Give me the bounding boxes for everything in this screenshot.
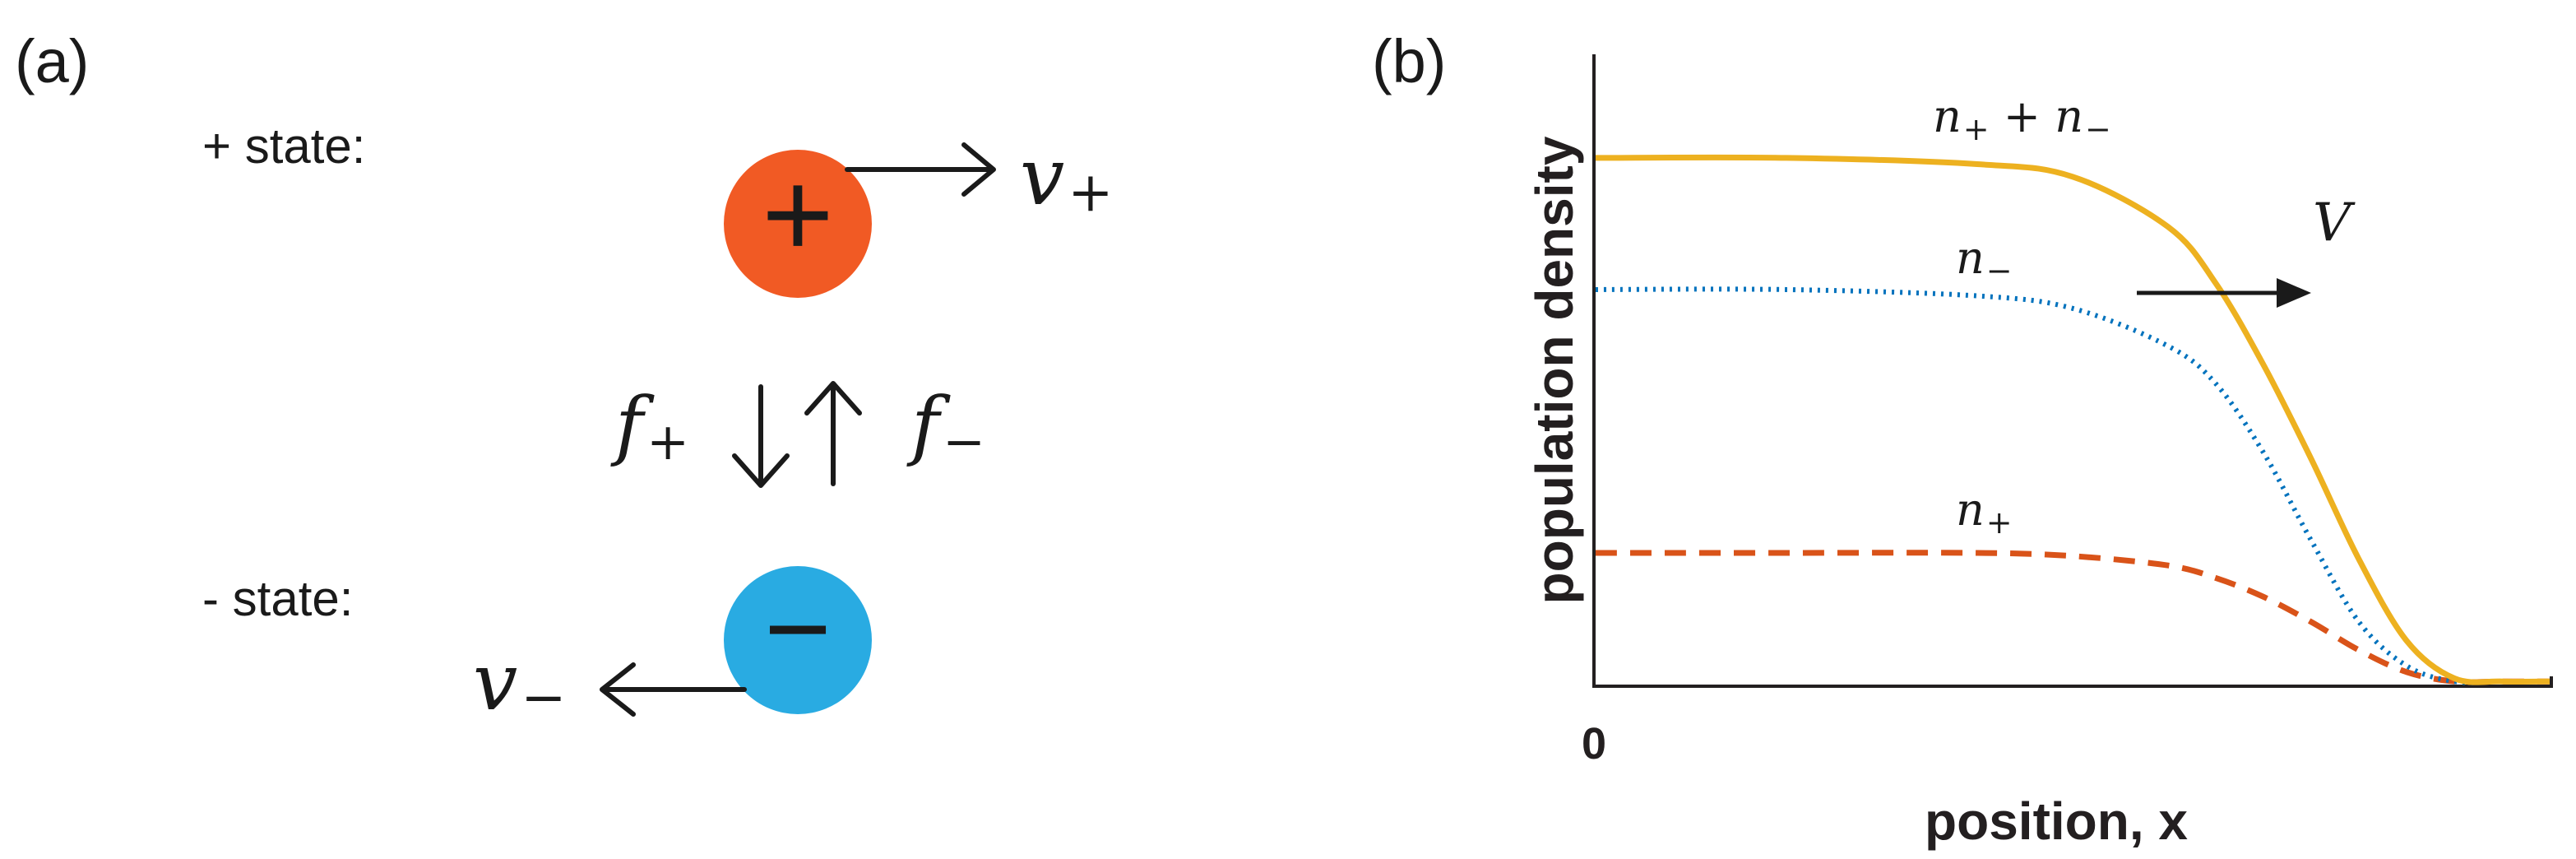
plus-state-label: + state:	[202, 118, 365, 174]
down-arrow	[732, 384, 790, 488]
v-minus-arrow	[600, 662, 747, 717]
panel-b-label: (b)	[1372, 27, 1446, 95]
v-minus-label: v−	[473, 636, 567, 729]
f-plus-label: f+	[610, 381, 689, 471]
v-plus-label: v+	[1020, 131, 1114, 224]
minus-particle: −	[724, 564, 872, 714]
minus-particle-circle	[724, 566, 872, 714]
minus-symbol: −	[764, 564, 832, 693]
panel-a-label: (a)	[15, 27, 89, 95]
plus-particle: +	[724, 145, 872, 298]
x-tick-label: 0	[1582, 719, 1606, 768]
series-line-total	[1595, 154, 2551, 685]
velocity-label: V	[2313, 193, 2356, 253]
x-axis-label: position, x	[1925, 792, 2188, 851]
series-line-n-minus	[1595, 286, 2550, 685]
series-line-n-plus	[1596, 550, 2550, 685]
minus-state-label: - state:	[202, 571, 353, 626]
up-arrow	[804, 381, 862, 486]
plus-particle-circle	[724, 150, 872, 298]
total-curve-label: n+ + n−	[1933, 91, 2111, 147]
plot-area	[1595, 154, 2551, 685]
plus-symbol: +	[762, 145, 834, 283]
v-plus-arrow	[845, 142, 996, 197]
n-minus-label: n−	[1956, 232, 2013, 289]
velocity-arrow	[2137, 278, 2311, 308]
f-minus-label: f−	[906, 381, 985, 471]
y-axis-label: population density	[1525, 136, 1584, 604]
panel-b: (b) 0 position, x population density n+ …	[1372, 27, 2553, 851]
n-plus-label: n+	[1956, 484, 2013, 541]
panel-a: (a) + state: - state: + v+ f+ f− −	[15, 27, 1114, 729]
